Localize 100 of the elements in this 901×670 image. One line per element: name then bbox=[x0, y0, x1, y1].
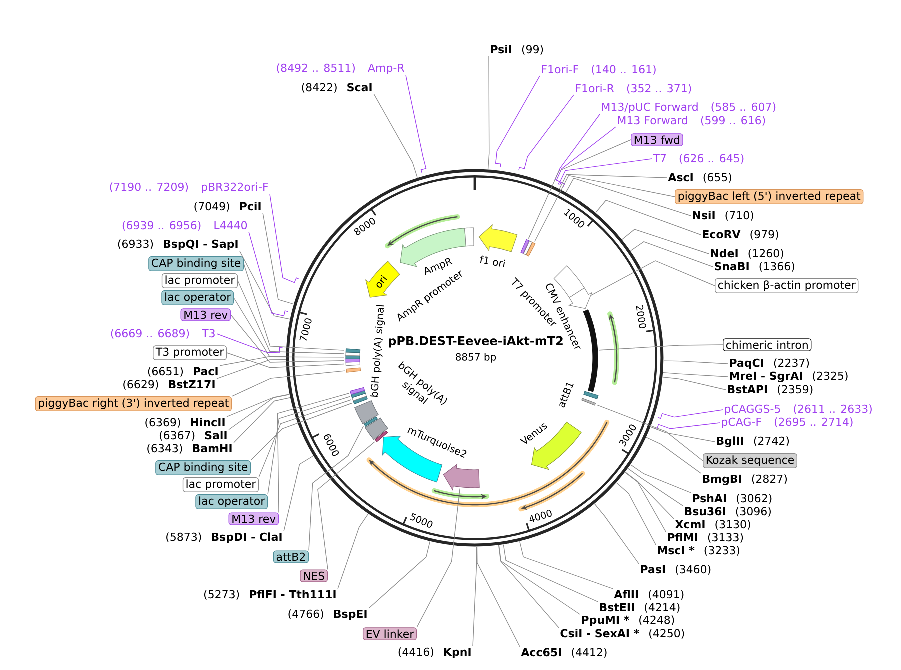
feature-mark bbox=[346, 368, 362, 373]
feature-label: M13 fwd bbox=[631, 134, 684, 146]
enzyme-site-label: (6629) BstZ17I bbox=[124, 380, 215, 390]
feature-label: EV linker bbox=[362, 628, 417, 640]
enzyme-site-label: BstEII (4214) bbox=[600, 603, 680, 613]
feature-label: lac promoter bbox=[162, 274, 238, 288]
leader-line bbox=[596, 404, 704, 462]
leader-line bbox=[625, 472, 674, 520]
leader-line bbox=[284, 456, 314, 532]
primer-label: (7190 .. 7209) pBR322ori-F bbox=[110, 182, 268, 194]
enzyme-site-label: BglII (2742) bbox=[717, 436, 790, 448]
leader-line bbox=[534, 175, 676, 242]
plasmid-length: 8857 bp bbox=[456, 353, 496, 363]
feature-label: chimeric intron bbox=[723, 338, 812, 352]
leader-line bbox=[646, 437, 702, 474]
leader-line bbox=[488, 56, 490, 170]
enzyme-site-label: SnaBI (1366) bbox=[715, 262, 794, 272]
feature-label: piggyBac left (5') inverted repeat bbox=[675, 190, 864, 204]
enzyme-site-label: (5873) BspDI - ClaI bbox=[166, 532, 282, 544]
leader-line bbox=[663, 372, 728, 378]
enzyme-site-label: BmgBI (2827) bbox=[703, 474, 788, 486]
feature-label: CAP binding site bbox=[148, 256, 244, 272]
enzyme-site-label: PaqCI (2237) bbox=[730, 358, 810, 370]
leader-line bbox=[503, 544, 598, 602]
leader-line bbox=[226, 352, 345, 368]
leader-line bbox=[590, 260, 716, 296]
tick-label: 6000 bbox=[324, 434, 340, 456]
leader-line bbox=[226, 394, 290, 418]
primer-label: (8492 .. 8511) Amp-R bbox=[277, 64, 404, 74]
feature-name: ori bbox=[376, 275, 388, 288]
leader-line bbox=[220, 356, 286, 366]
leader-line bbox=[472, 546, 478, 647]
leader-line bbox=[630, 464, 692, 494]
enzyme-site-label: PpuMI * (4248) bbox=[582, 616, 674, 626]
leader-line bbox=[498, 545, 580, 615]
primer-label: T7 (626 .. 645) bbox=[653, 154, 744, 164]
leader-line bbox=[622, 229, 710, 254]
enzyme-site-label: (6343) BamHI bbox=[148, 444, 232, 454]
leader-line bbox=[250, 402, 353, 461]
enzyme-site-label: AflII (4091) bbox=[614, 590, 684, 600]
leader-line bbox=[528, 140, 632, 240]
feature-mark bbox=[520, 239, 530, 254]
enzyme-site-label: (6369) HincII bbox=[146, 418, 225, 428]
leader-line bbox=[616, 482, 656, 546]
feature-label: attB2 bbox=[273, 550, 309, 564]
tick-label: 4000 bbox=[530, 510, 552, 522]
enzyme-site-label: NsiI (710) bbox=[693, 211, 754, 221]
leader-line bbox=[559, 174, 668, 190]
enzyme-site-label: Bsu36I (3096) bbox=[685, 507, 771, 517]
feature-mark bbox=[350, 387, 366, 395]
feature-label: lac promoter bbox=[182, 478, 259, 492]
leader-line bbox=[216, 360, 286, 380]
enzyme-site-label: (8422) ScaI bbox=[302, 83, 372, 93]
enzyme-site-label: CsiI - SexAI * (4250) bbox=[560, 629, 684, 639]
feature-label: chicken β-actin promoter bbox=[715, 278, 859, 294]
leader-line bbox=[556, 126, 616, 186]
enzyme-site-label: (5273) PflFI - Tth111I bbox=[204, 590, 336, 600]
enzyme-site-label: (6367) SalI bbox=[160, 431, 227, 441]
leader-line bbox=[658, 410, 724, 420]
primer-label: pCAGGS-5 (2611 .. 2633) bbox=[725, 404, 872, 416]
leader-line bbox=[248, 232, 288, 316]
feature-mark bbox=[346, 355, 360, 360]
enzyme-site-label: MreI - SgrAI (2325) bbox=[730, 372, 848, 382]
leader-line bbox=[318, 442, 376, 570]
leader-line bbox=[416, 488, 460, 628]
enzyme-site-label: BstAPI (2359) bbox=[728, 385, 813, 395]
leader-line bbox=[338, 514, 369, 590]
enzyme-site-label: PsiI (99) bbox=[491, 45, 544, 55]
leader-line bbox=[596, 200, 702, 236]
leader-line bbox=[518, 94, 574, 171]
leader-line bbox=[277, 393, 350, 514]
leader-line bbox=[476, 546, 520, 648]
feature-name: f1 ori bbox=[480, 256, 506, 268]
leader-line bbox=[228, 394, 290, 430]
leader-line bbox=[268, 396, 351, 495]
feature-label: M13 rev bbox=[228, 512, 279, 526]
leader-line bbox=[554, 114, 600, 185]
feature-label: M13 rev bbox=[180, 308, 231, 322]
feature-mark bbox=[364, 416, 378, 427]
feature-label: Kozak sequence bbox=[703, 454, 798, 468]
enzyme-site-label: PshAI (3062) bbox=[693, 494, 772, 504]
leader-line bbox=[594, 504, 640, 564]
enzyme-site-label: Acc65I (4412) bbox=[521, 648, 607, 658]
enzyme-site-label: (4416) KpnI bbox=[398, 648, 471, 658]
leader-line bbox=[230, 314, 345, 363]
feature-mark bbox=[346, 348, 361, 354]
primer-label: pCAG-F (2695 .. 2714) bbox=[722, 418, 853, 428]
leader-line bbox=[628, 468, 684, 506]
enzyme-site-label: (7049) PciI bbox=[194, 202, 261, 212]
enzyme-site-label: XcmI (3130) bbox=[675, 520, 750, 530]
feature-name: attB1 bbox=[560, 383, 574, 408]
leader-line bbox=[238, 280, 345, 354]
leader-line bbox=[664, 360, 728, 364]
leader-line bbox=[624, 472, 666, 532]
feature-label: lac operator bbox=[196, 494, 268, 510]
enzyme-site-label: MscI * (3233) bbox=[658, 546, 740, 556]
leader-line bbox=[308, 426, 364, 552]
feature-mark bbox=[526, 242, 536, 257]
leader-line bbox=[234, 398, 291, 444]
leader-line bbox=[234, 298, 345, 358]
